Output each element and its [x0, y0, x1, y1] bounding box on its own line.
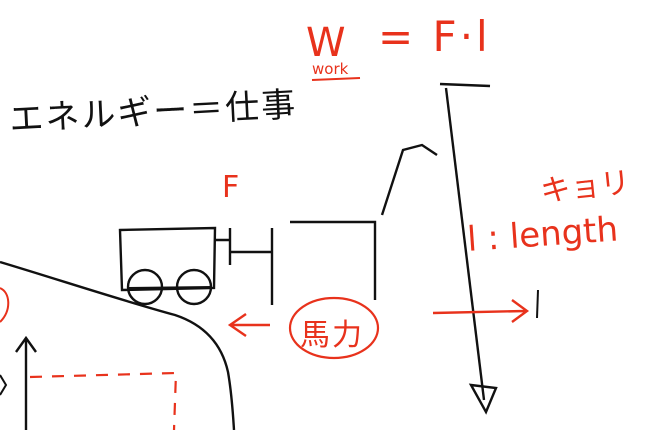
distance-arrow-head: [468, 383, 498, 415]
formula-rhs: = F·l: [378, 12, 491, 61]
force-label: F: [222, 170, 240, 205]
work-symbol: W: [306, 20, 346, 66]
hill-outline: [0, 260, 236, 430]
crane-arm: [380, 143, 438, 216]
wagon-body: [118, 226, 217, 292]
partial-circle: [0, 287, 10, 323]
horsepower-circle: [288, 296, 380, 360]
work-note: work: [312, 60, 349, 78]
distance-label: キョリ: [538, 165, 632, 210]
cable-line: [290, 220, 377, 300]
up-arrow: [15, 335, 37, 430]
work-underline: [311, 77, 361, 81]
length-arrow: [432, 299, 530, 323]
horsepower-label: 馬力: [300, 318, 364, 353]
force-arrow: [227, 313, 270, 337]
hitch: [215, 228, 274, 305]
dashed-box: [29, 371, 178, 430]
distance-arrow-shaft: [444, 87, 486, 401]
